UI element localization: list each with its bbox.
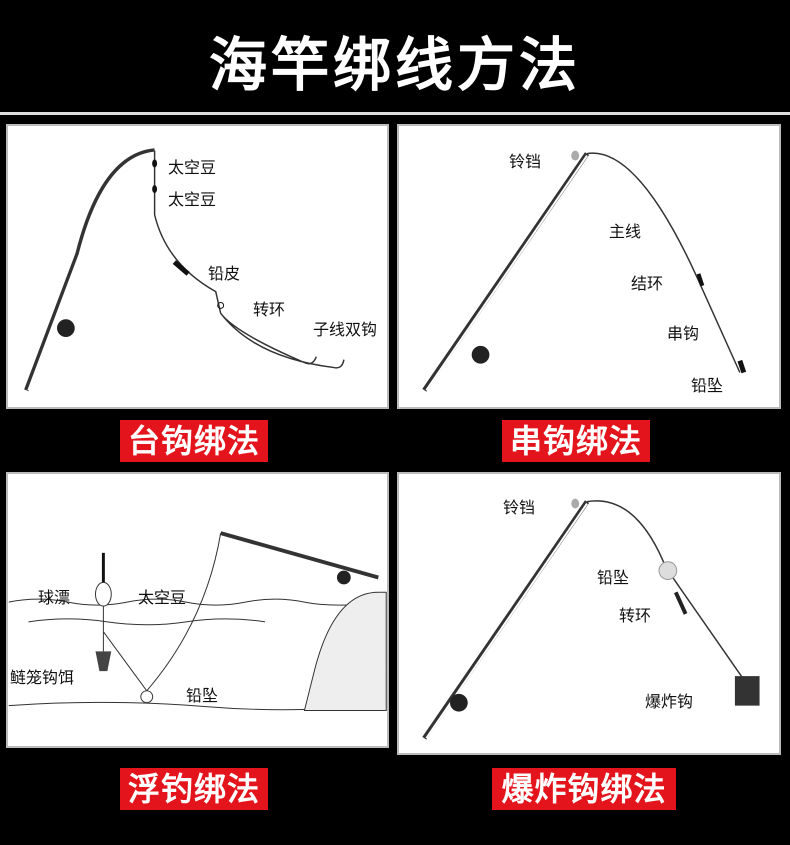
- label-swivel: 转环: [619, 606, 652, 625]
- label-bell: 铃铛: [503, 498, 536, 517]
- label-string-hooks: 串钩: [667, 324, 700, 343]
- label-space-bean-1: 太空豆: [168, 158, 217, 177]
- label-cage-bait: 鲢笼钩饵: [10, 668, 75, 687]
- panel-bao-zha-gou: 铃铛 铅坠 转环 爆炸钩: [397, 472, 781, 755]
- label-sinker: 铅坠: [186, 686, 219, 705]
- rod-diagram-4: [422, 498, 760, 740]
- label-loop-knot: 结环: [631, 274, 664, 293]
- method-title-bao-zha-gou: 爆炸钩绑法: [492, 768, 676, 810]
- label-bell: 铃铛: [509, 152, 542, 171]
- panel-tai-gou: 太空豆 太空豆 铅皮 转环 子线双钩: [6, 124, 389, 409]
- label-space-bean-2: 太空豆: [168, 190, 217, 209]
- title-divider: [0, 112, 790, 115]
- rod-diagram-2: [422, 150, 747, 392]
- method-title-tai-gou: 台钩绑法: [120, 420, 268, 462]
- label-explosion-hook: 爆炸钩: [645, 692, 694, 711]
- label-main-line: 主线: [609, 222, 642, 241]
- label-ball-float: 球漂: [38, 588, 71, 607]
- panel-fu-diao: 球漂 太空豆 鲢笼钩饵 铅坠: [6, 472, 389, 748]
- method-title-chuan-gou: 串钩绑法: [502, 420, 650, 462]
- page-title: 海竿绑线方法: [208, 31, 581, 99]
- label-double-hook: 子线双钩: [313, 320, 378, 339]
- method-title-fu-diao: 浮钓绑法: [120, 768, 268, 810]
- label-sinker: 铅坠: [691, 376, 724, 395]
- label-space-bean: 太空豆: [138, 588, 187, 607]
- panel-chuan-gou: 铃铛 主线 结环 串钩 铅坠: [397, 124, 781, 409]
- float-diagram: [8, 531, 387, 712]
- label-swivel: 转环: [253, 300, 286, 319]
- rod-diagram-1: [24, 148, 345, 392]
- label-sinker: 铅坠: [597, 568, 630, 587]
- label-lead-sheet: 铅皮: [208, 264, 241, 283]
